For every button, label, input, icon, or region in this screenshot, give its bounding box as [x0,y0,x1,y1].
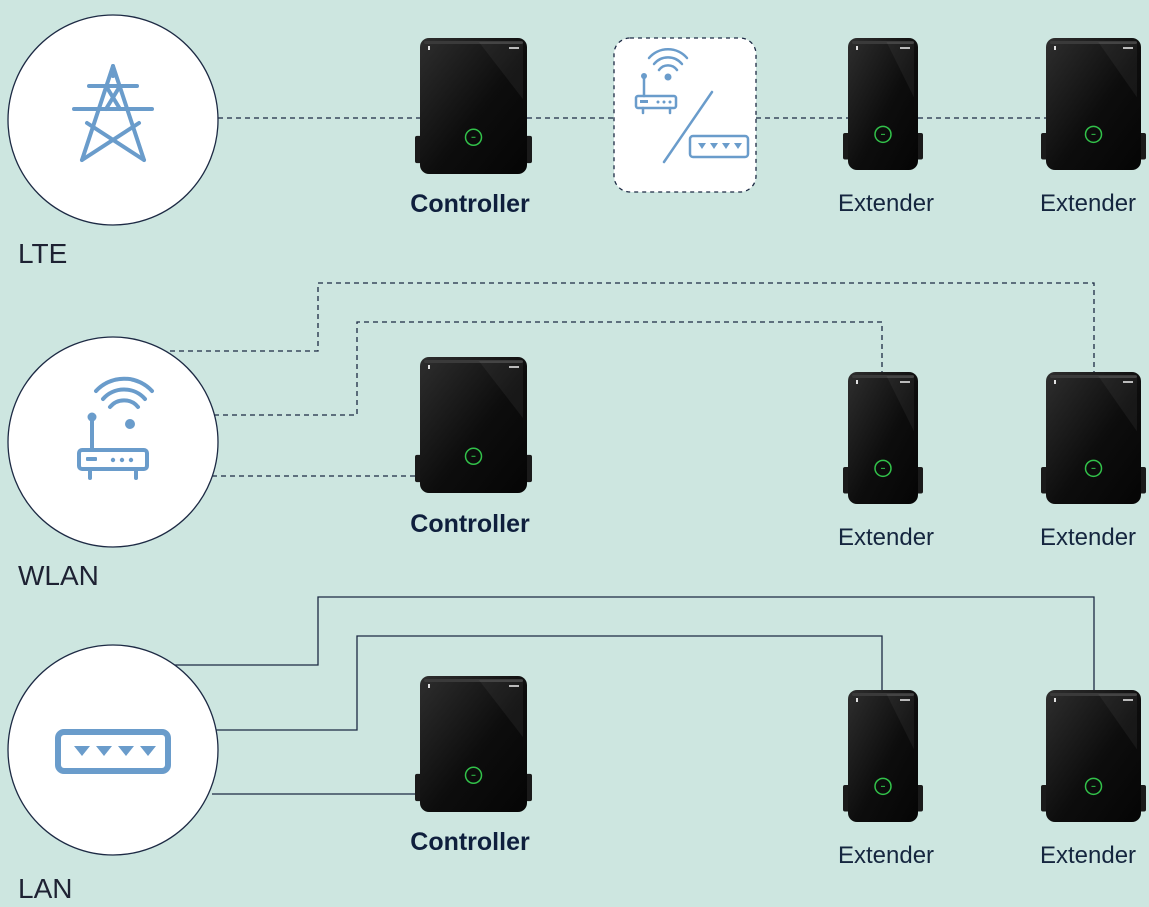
wlan-controller-wallbox [415,357,532,493]
controller-label-wlan: Controller [410,510,530,538]
power-indicator [428,684,430,688]
power-indicator [856,46,858,50]
connection-label-lan: LAN [18,873,73,904]
power-indicator [1054,698,1056,702]
brand-mark [900,699,910,701]
cell-tower-icon [72,64,154,162]
gateway-option-box [613,37,757,193]
lte-extender-2-wallbox [1041,38,1146,170]
power-indicator [856,380,858,384]
extender-label-wlan-2: Extender [1039,524,1137,551]
extender-label-wlan-1: Extender [837,524,935,551]
wifi-router-icon [634,48,750,164]
lan-connection-lines [170,596,1095,795]
extender-label-lan-1: Extender [837,842,935,869]
controller-label-lte: Controller [410,190,530,218]
extender-label-lan-2: Extender [1039,842,1137,869]
power-indicator [1054,380,1056,384]
lte-controller-wallbox [415,38,532,174]
status-ring [874,777,892,796]
status-ring [1084,125,1103,144]
status-ring [1084,459,1103,478]
lan-extender-1-wallbox [843,690,923,822]
wlan-circle [7,336,219,548]
lan-circle [7,644,219,856]
status-ring [1084,777,1103,796]
status-ring [874,459,892,478]
power-indicator [1054,46,1056,50]
lte-circle [7,14,219,226]
brand-mark [1123,47,1133,49]
status-ring [464,766,483,785]
power-indicator [428,365,430,369]
brand-mark [509,366,519,368]
wifi-router-icon [77,376,154,480]
status-ring [874,125,892,144]
wlan-connection-lines [170,282,1095,477]
status-ring [464,447,483,466]
lte-extender-1-wallbox [843,38,923,170]
connection-label-lte: LTE [18,238,68,269]
wlan-extender-2-wallbox [1041,372,1146,504]
brand-mark [900,381,910,383]
brand-mark [509,685,519,687]
extender-label-lte-1: Extender [837,190,935,217]
power-indicator [428,46,430,50]
wlan-extender-1-wallbox [843,372,923,504]
connection-label-wlan: WLAN [18,560,99,591]
lan-controller-wallbox [415,676,532,812]
brand-mark [1123,699,1133,701]
brand-mark [509,47,519,49]
extender-label-lte-2: Extender [1039,190,1137,217]
lan-extender-2-wallbox [1041,690,1146,822]
status-ring [464,128,483,147]
brand-mark [1123,381,1133,383]
controller-label-lan: Controller [410,828,530,856]
ethernet-port-icon [55,729,171,774]
brand-mark [900,47,910,49]
power-indicator [856,698,858,702]
